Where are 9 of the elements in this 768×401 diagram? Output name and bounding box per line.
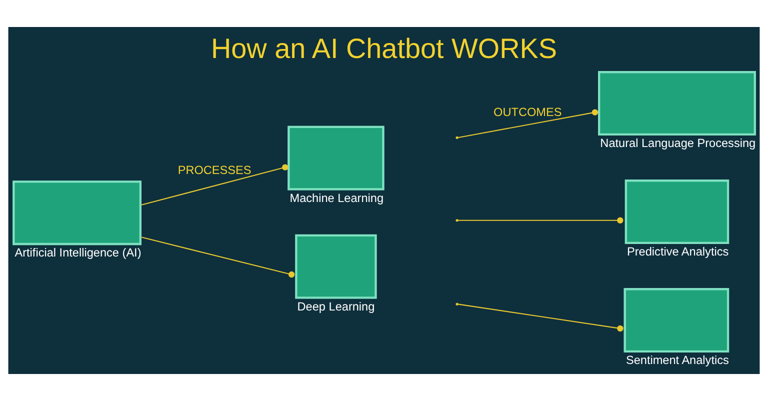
edge-label: OUTCOMES: [494, 104, 562, 119]
node-label: Sentiment Analytics: [626, 353, 729, 368]
node-label: Artificial Intelligence (AI): [14, 246, 142, 260]
edge-label: PROCESSES: [178, 162, 252, 177]
node-label: Predictive Analytics: [627, 244, 729, 259]
diagram-title: How an AI Chatbot WORKS: [210, 32, 558, 64]
node-label: Deep Learning: [297, 299, 375, 314]
node-label: Natural Language Processing: [600, 136, 756, 150]
node-label: Machine Learning: [290, 190, 384, 205]
